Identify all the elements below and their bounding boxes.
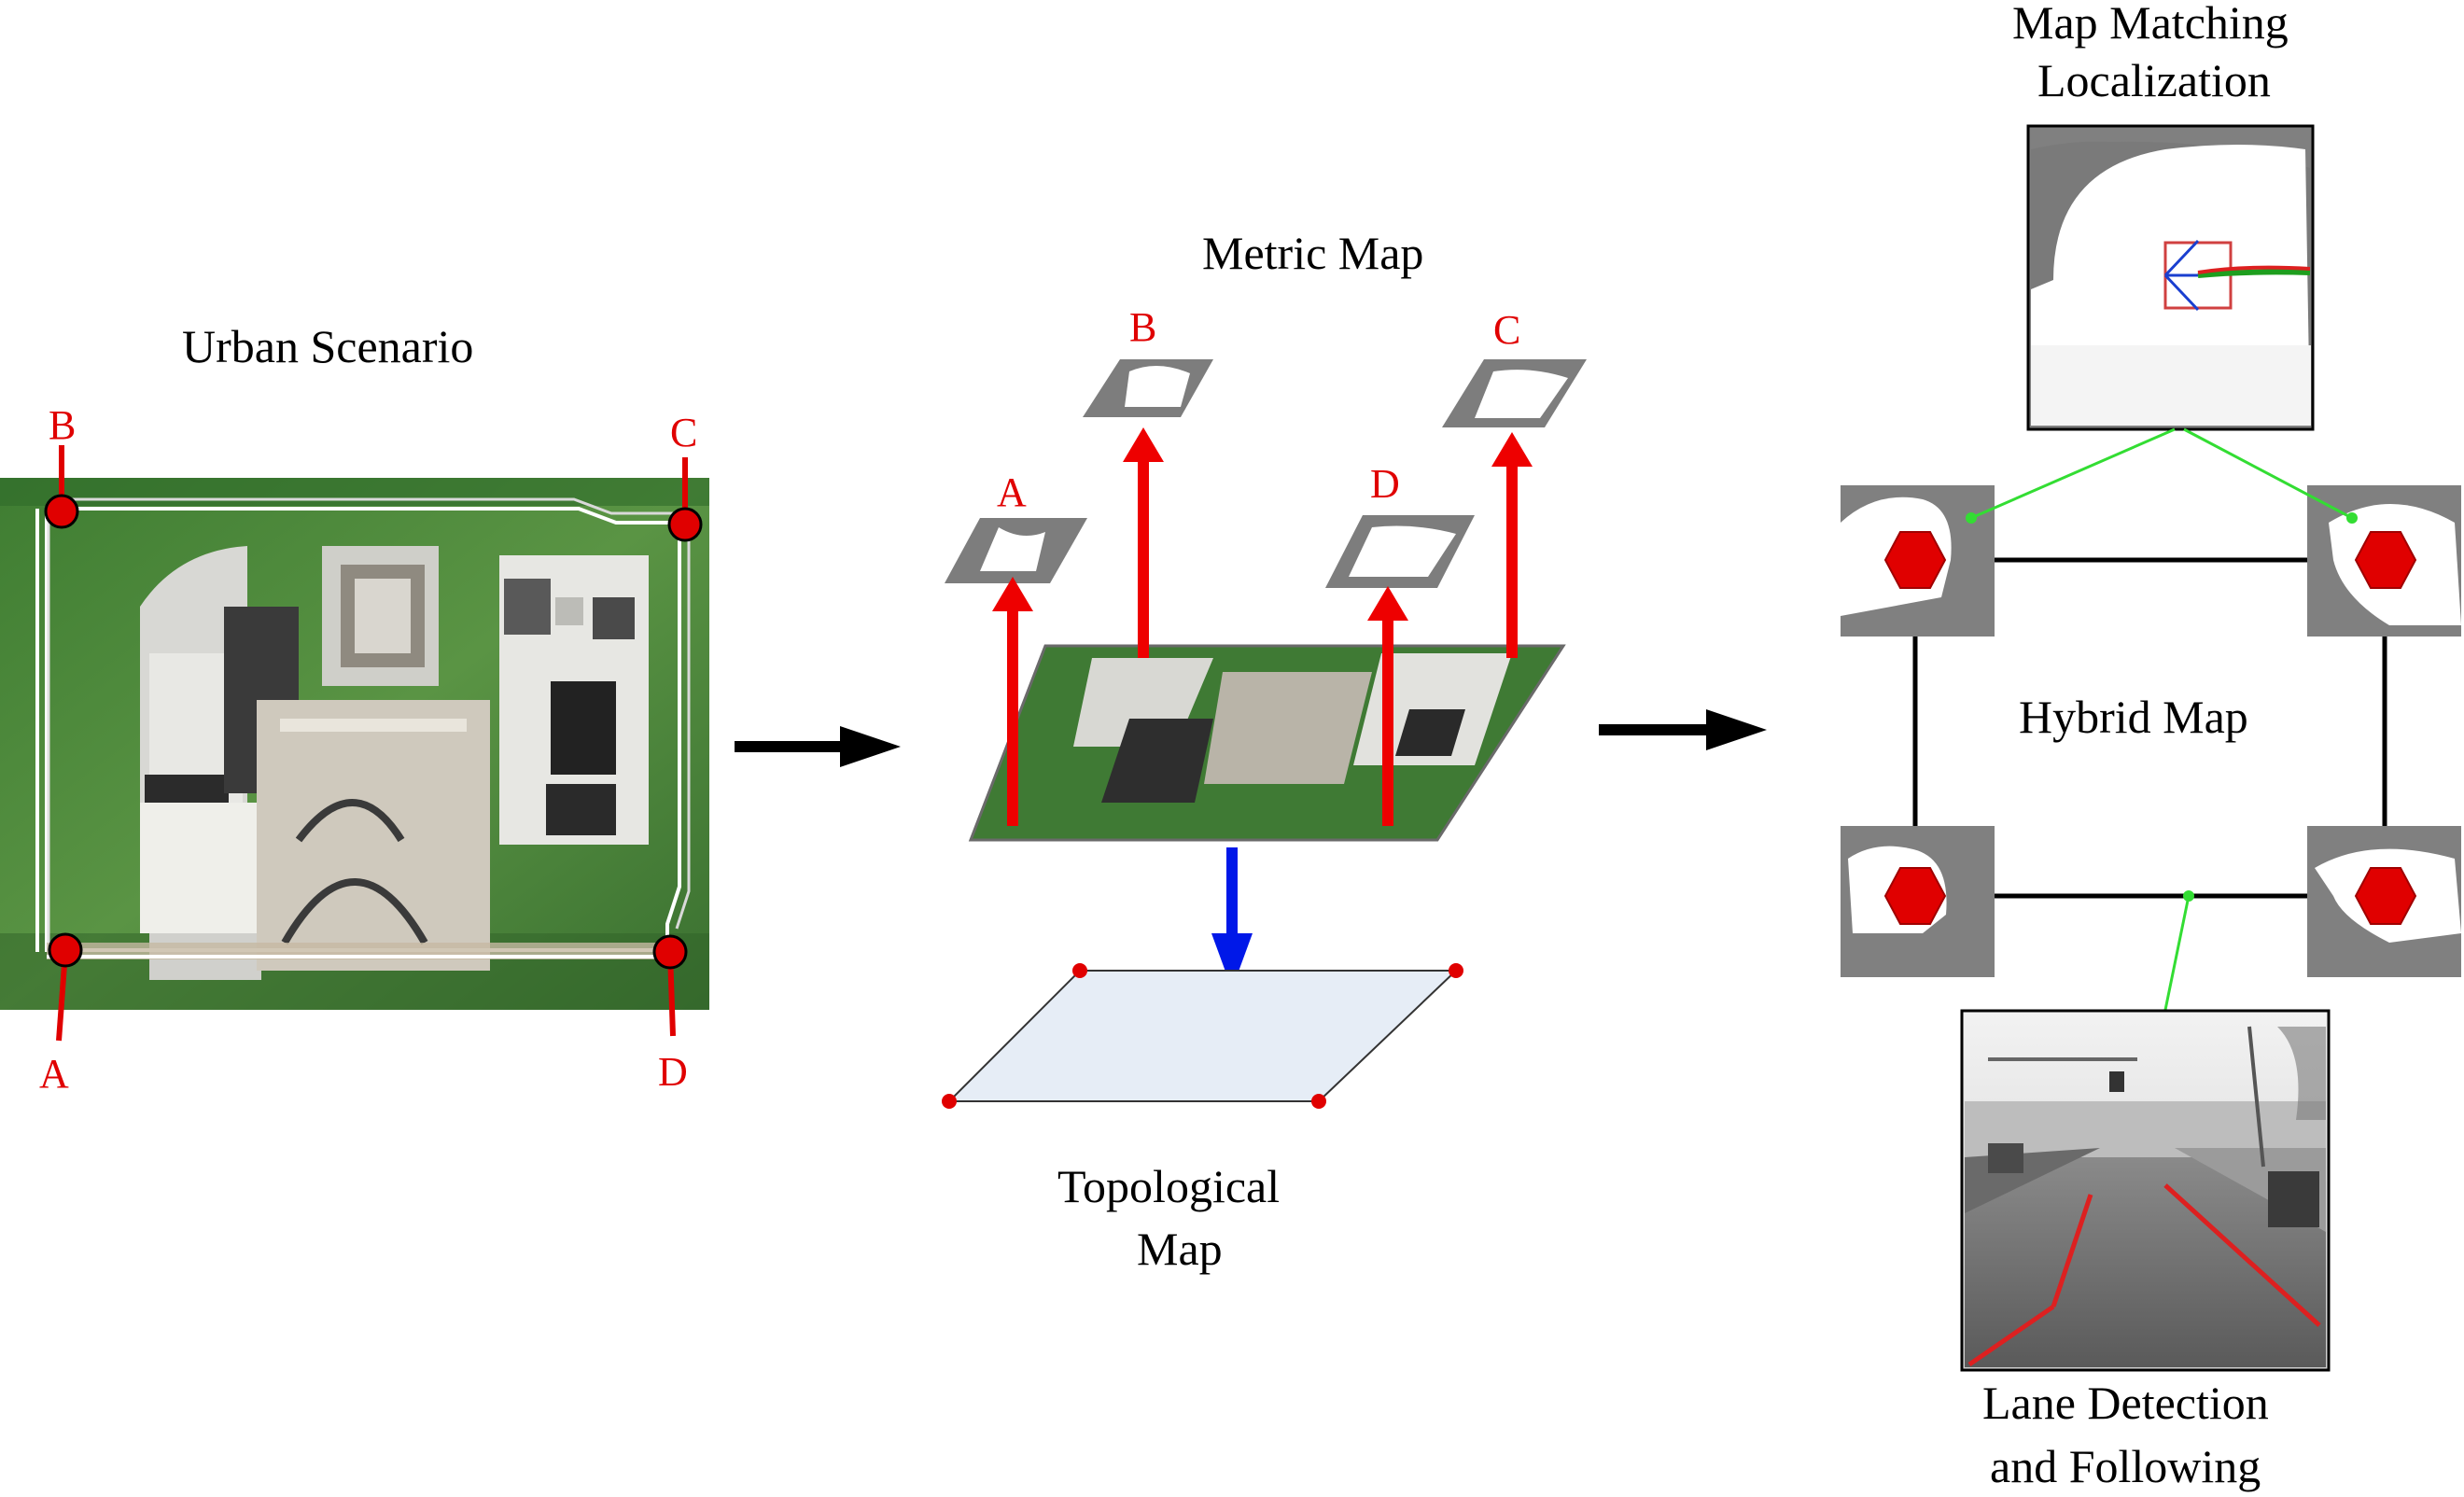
metric-scan-tile-a: [945, 518, 1087, 583]
urban-label-a: A: [39, 1051, 69, 1097]
connector-to-lane-detection: [2163, 890, 2194, 1011]
map-matching-title-line1: Map Matching: [2012, 0, 2289, 49]
urban-label-d: D: [658, 1049, 688, 1095]
metric-map-title: Metric Map: [1202, 227, 1424, 279]
lane-detection-image: [1960, 1009, 2331, 1372]
metric-map-plane: [968, 644, 1566, 842]
blue-down-arrow: [1211, 847, 1253, 989]
red-arrow-b: [1123, 427, 1164, 658]
metric-scan-tile-c: [1442, 359, 1587, 427]
metric-label-d: D: [1370, 461, 1400, 507]
flow-arrow-2: [1599, 709, 1767, 750]
urban-scenario-title: Urban Scenario: [182, 320, 474, 372]
hybrid-node-top-right: [2354, 531, 2417, 589]
connector-to-map-matching: [1966, 427, 2358, 524]
lane-detection-title-line1: Lane Detection: [1982, 1377, 2269, 1429]
red-arrow-a: [992, 577, 1033, 826]
metric-scan-tile-b: [1083, 359, 1213, 417]
hybrid-node-bottom-right: [2354, 867, 2417, 925]
metric-label-c: C: [1493, 307, 1520, 353]
metric-label-a: A: [997, 469, 1027, 515]
hybrid-map-title: Hybrid Map: [2019, 691, 2248, 743]
red-arrow-c: [1491, 432, 1533, 658]
map-matching-image: [2026, 124, 2315, 431]
topological-map-title-line1: Topological: [1057, 1160, 1281, 1212]
metric-scan-tile-d: [1325, 515, 1475, 588]
urban-label-b: B: [49, 402, 76, 448]
urban-point-b: [44, 445, 79, 529]
map-matching-title-line2: Localization: [2037, 54, 2271, 106]
red-arrow-d: [1367, 586, 1408, 826]
metric-label-b: B: [1129, 304, 1156, 350]
hybrid-node-top-left: [1883, 531, 1947, 589]
flow-arrow-1: [735, 726, 901, 767]
lane-detection-title-line2: and Following: [1990, 1440, 2261, 1492]
urban-point-c: [667, 457, 703, 542]
topological-map-graph: [942, 963, 1463, 1109]
hybrid-map-rectangle: [1912, 557, 2387, 899]
urban-point-a: [48, 932, 83, 1042]
hybrid-node-bottom-left: [1883, 867, 1947, 925]
urban-label-c: C: [670, 410, 697, 455]
topological-map-title-line2: Map: [1137, 1223, 1223, 1275]
urban-aerial-image: [0, 478, 709, 1010]
urban-point-d: [652, 934, 688, 1037]
